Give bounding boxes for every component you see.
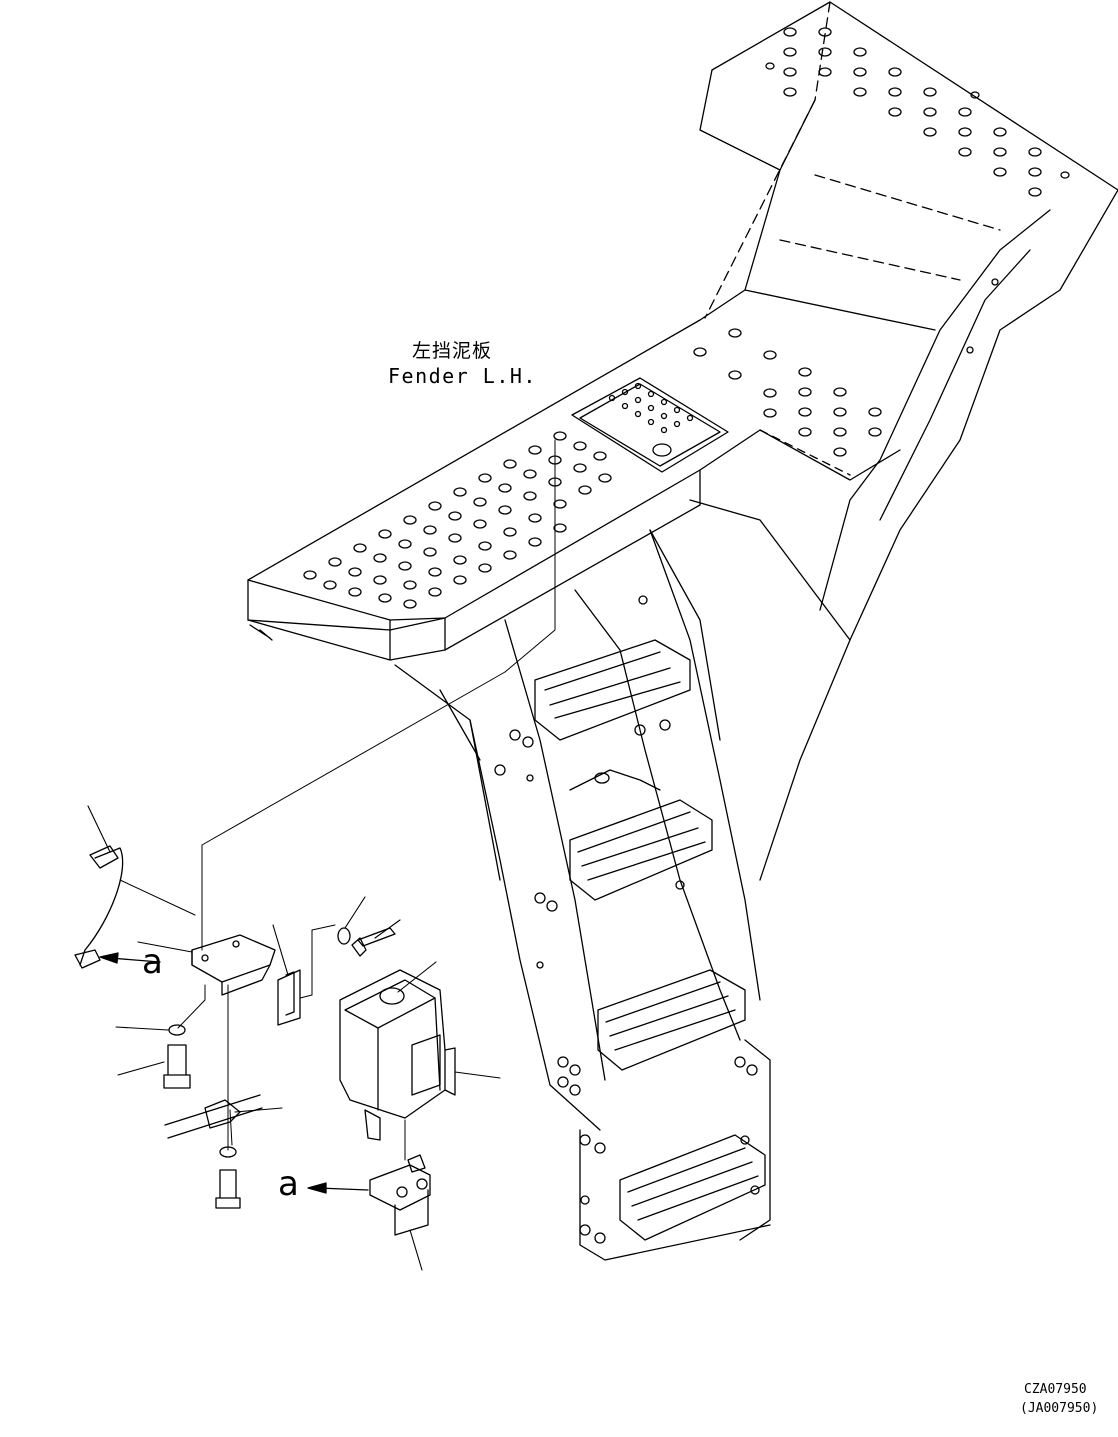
ladder bbox=[470, 279, 998, 1260]
hose bbox=[165, 1095, 262, 1138]
ladder-step-2 bbox=[570, 800, 712, 900]
ladder-step-3 bbox=[598, 970, 745, 1070]
lamp-housing bbox=[340, 970, 455, 1140]
work-lamp-parts bbox=[75, 846, 455, 1235]
leader-lines bbox=[88, 806, 500, 1270]
drawing-code-alt: (JA007950) bbox=[1020, 1401, 1099, 1416]
connector bbox=[370, 1155, 430, 1235]
fender-label-chinese: 左挡泥板 bbox=[412, 340, 493, 362]
reference-arrows bbox=[100, 953, 368, 1193]
bolt-icon bbox=[352, 928, 395, 956]
ladder-step-4 bbox=[620, 1135, 765, 1240]
drawing-code: CZA07950 bbox=[1024, 1382, 1087, 1397]
wire-harness bbox=[80, 848, 123, 965]
assembly-lines bbox=[120, 440, 555, 1160]
deck-perforations bbox=[304, 28, 1069, 608]
lamp-bracket bbox=[192, 935, 275, 995]
reference-a-upper: a bbox=[142, 942, 163, 982]
ladder-step-1 bbox=[535, 640, 690, 740]
fender-label-english: Fender L.H. bbox=[388, 364, 537, 388]
reference-a-lower: a bbox=[278, 1164, 299, 1204]
fender-platform bbox=[248, 2, 1118, 880]
washer-icon bbox=[338, 928, 350, 944]
